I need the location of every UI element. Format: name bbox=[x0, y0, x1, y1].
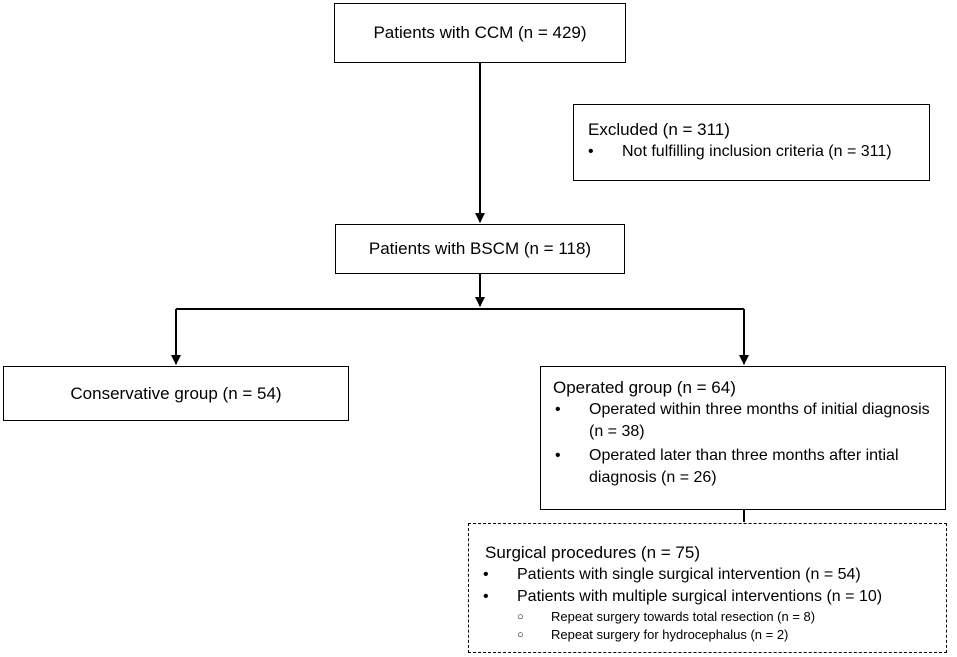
surgical-sublist: Repeat surgery towards total resection (… bbox=[469, 608, 936, 644]
surgical-item-multiple: Patients with multiple surgical interven… bbox=[469, 586, 936, 608]
operated-item-early: Operated within three months of initial … bbox=[541, 399, 935, 443]
surgical-title: Surgical procedures (n = 75) bbox=[485, 543, 700, 562]
ccm-label: Patients with CCM (n = 429) bbox=[373, 23, 587, 42]
conservative-label: Conservative group (n = 54) bbox=[70, 383, 282, 403]
excluded-list: Not fulfilling inclusion criteria (n = 3… bbox=[574, 141, 919, 163]
bscm-label: Patients with BSCM (n = 118) bbox=[368, 239, 592, 258]
surgical-subitem-resection: Repeat surgery towards total resection (… bbox=[469, 608, 936, 626]
ccm-box: Patients with CCM (n = 429) bbox=[334, 3, 626, 63]
operated-list: Operated within three months of initial … bbox=[541, 399, 935, 489]
operated-title: Operated group (n = 64) bbox=[553, 378, 736, 397]
operated-box: Operated group (n = 64) Operated within … bbox=[540, 366, 946, 510]
conservative-box: Conservative group (n = 54) bbox=[3, 366, 349, 421]
surgical-subitem-hydrocephalus: Repeat surgery for hydrocephalus (n = 2) bbox=[469, 626, 936, 644]
surgical-box: Surgical procedures (n = 75) Patients wi… bbox=[468, 523, 947, 653]
excluded-item: Not fulfilling inclusion criteria (n = 3… bbox=[574, 141, 919, 163]
surgical-item-single: Patients with single surgical interventi… bbox=[469, 564, 936, 586]
surgical-list: Patients with single surgical interventi… bbox=[469, 564, 936, 608]
bscm-box: Patients with BSCM (n = 118) bbox=[335, 224, 625, 274]
excluded-title: Excluded (n = 311) bbox=[588, 120, 730, 139]
operated-item-late: Operated later than three months after i… bbox=[541, 445, 935, 489]
excluded-box: Excluded (n = 311) Not fulfilling inclus… bbox=[573, 104, 930, 181]
